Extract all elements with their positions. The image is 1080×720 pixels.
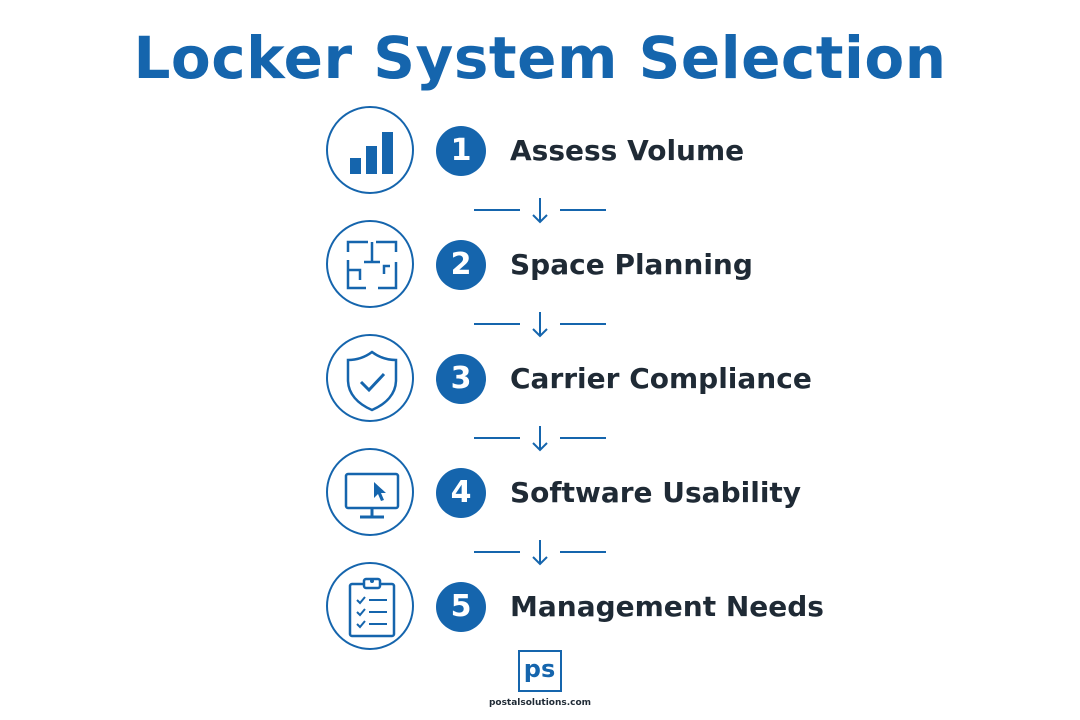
step-number-badge: 1 [436,126,486,176]
step-number-badge: 4 [436,468,486,518]
step-label: Assess Volume [510,134,745,167]
step-number-badge: 5 [436,582,486,632]
step-label: Software Usability [510,476,802,509]
step-5: 5 Management Needs [326,562,846,654]
bar-chart-icon [326,106,414,194]
arrow-down-connector [474,424,606,454]
step-1: 1 Assess Volume [326,106,846,198]
step-2: 2 Space Planning [326,220,846,312]
shield-check-icon [326,334,414,422]
step-3: 3 Carrier Compliance [326,334,846,426]
step-label: Management Needs [510,590,824,623]
step-4: 4 Software Usability [326,448,846,540]
page-title: Locker System Selection [133,24,947,92]
logo-mark: ps [523,655,556,683]
step-label: Carrier Compliance [510,362,812,395]
brand-logo: ps [518,650,562,692]
clipboard-checklist-icon [326,562,414,650]
step-number-badge: 3 [436,354,486,404]
arrow-down-connector [474,538,606,568]
arrow-down-connector [474,196,606,226]
arrow-down-connector [474,310,606,340]
step-number-badge: 2 [436,240,486,290]
logo-caption: postalsolutions.com [488,698,592,708]
monitor-cursor-icon [326,448,414,536]
floor-plan-icon [326,220,414,308]
step-label: Space Planning [510,248,753,281]
